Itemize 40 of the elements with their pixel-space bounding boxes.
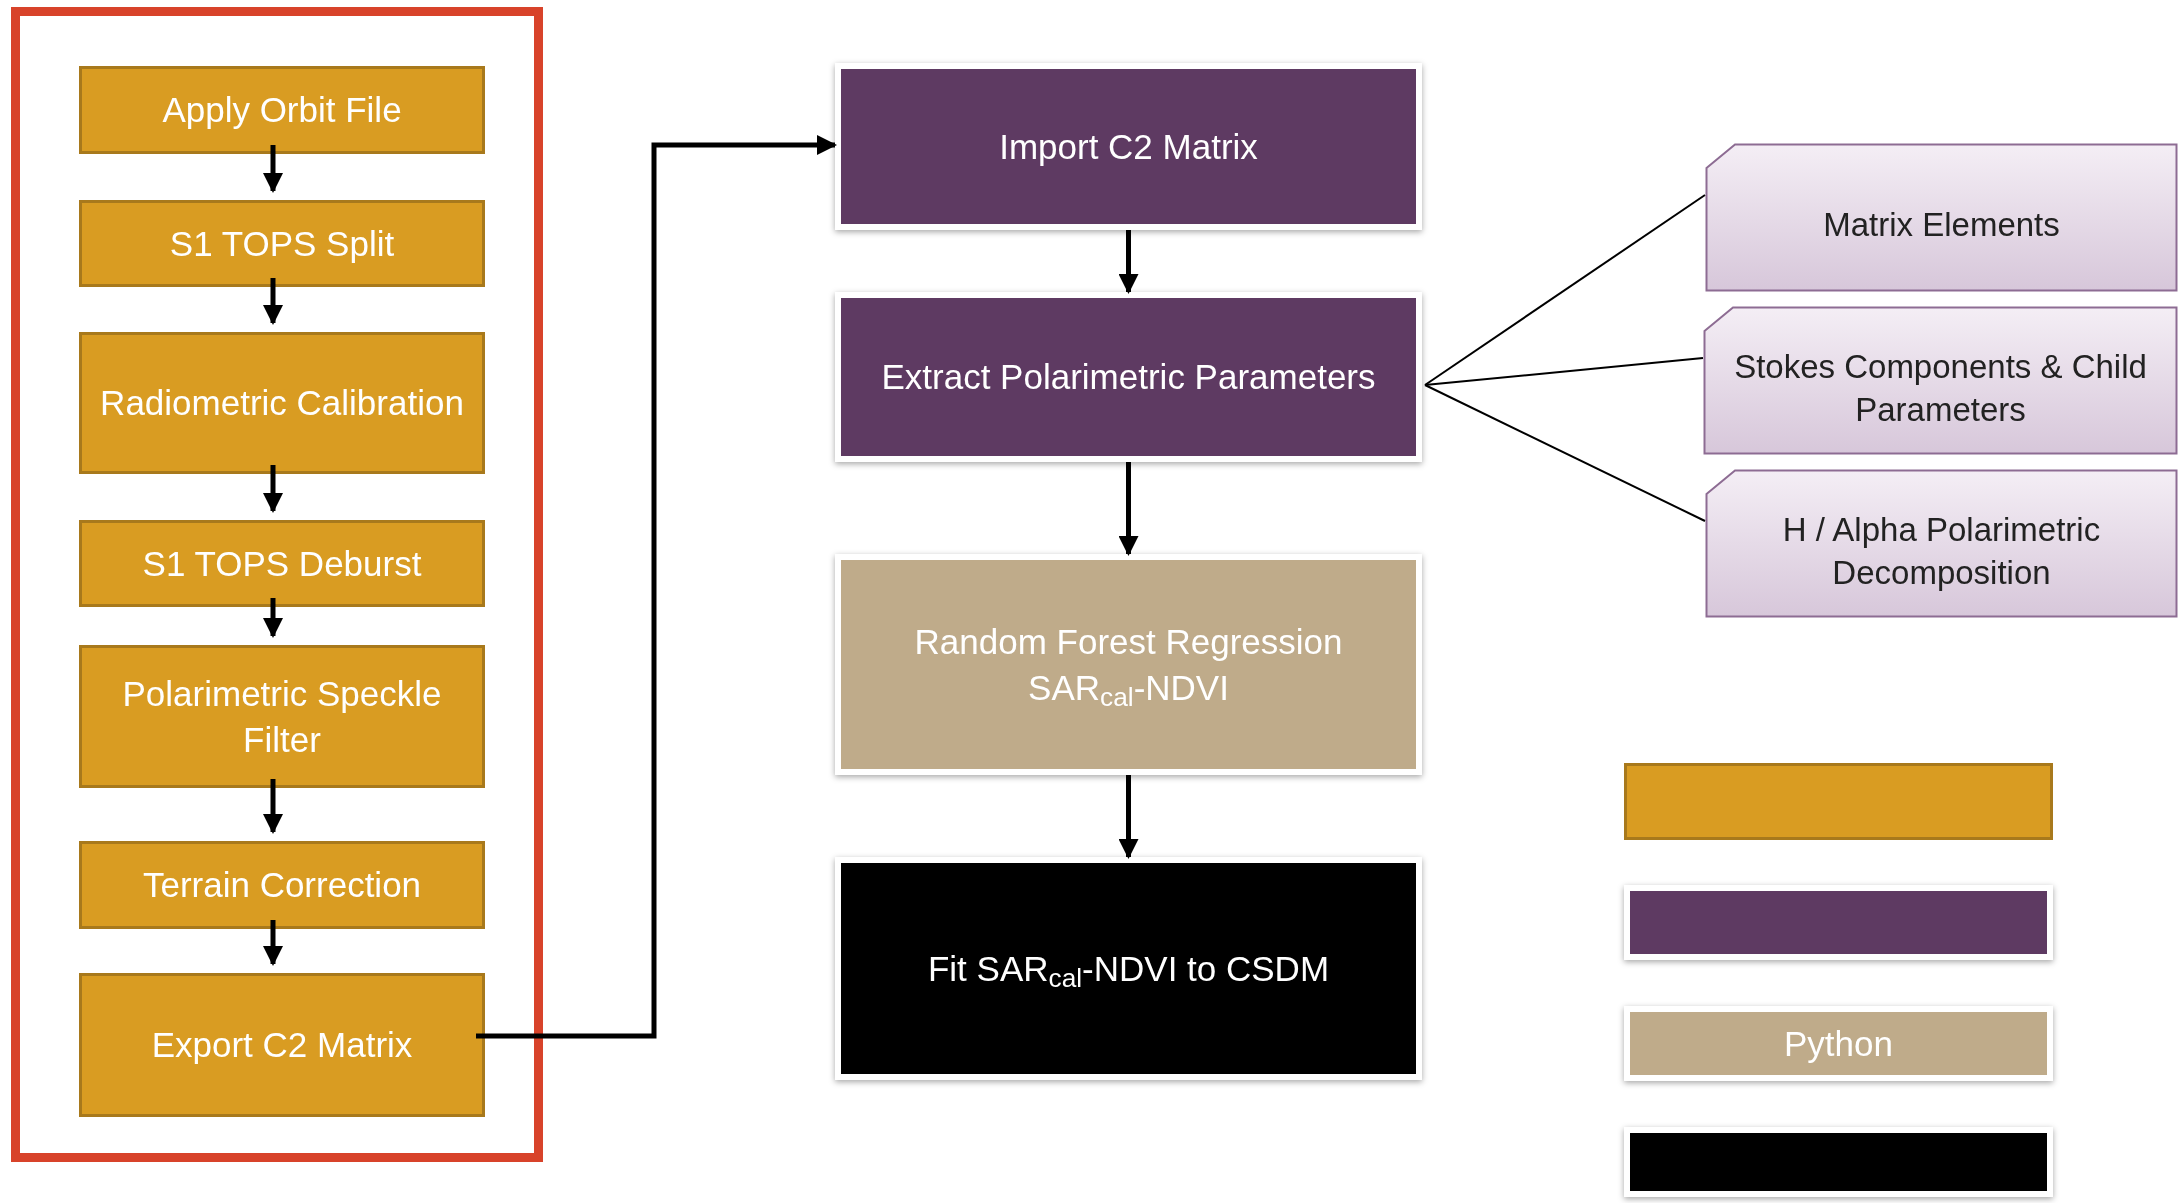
node-label: H / Alpha Polarimetric Decomposition <box>1781 509 2102 593</box>
group-frame <box>11 7 543 1162</box>
output-tab <box>1705 469 2178 618</box>
arrow <box>263 779 283 834</box>
node-label: Stokes Components & Child Parameters <box>1733 346 2148 430</box>
node-label: S1 TOPS Split <box>169 222 395 265</box>
process-box <box>79 332 485 474</box>
arrow <box>1118 462 1139 556</box>
node-label: Terrain Correction <box>142 864 422 907</box>
legend-box <box>1624 763 2053 840</box>
process-box <box>79 841 485 929</box>
node-label: Fit SAR$_{cal}$-NDVI to CSDM <box>927 947 1330 992</box>
process-box <box>79 200 485 287</box>
arrow <box>476 135 837 1039</box>
arrow <box>1118 775 1139 859</box>
node-label: Export C2 Matrix <box>151 1024 413 1067</box>
process-box <box>79 520 485 607</box>
arrow <box>1118 230 1139 294</box>
output-tab <box>1705 143 2178 292</box>
node-label: Random Forest Regression SAR$_{cal}$-NDVI <box>913 621 1344 710</box>
process-box <box>79 973 485 1117</box>
arrow <box>263 465 283 513</box>
arrow <box>263 920 283 966</box>
connector-line <box>1424 194 1706 386</box>
process-box <box>79 66 485 154</box>
node-label: Radiometric Calibration <box>100 382 464 425</box>
connector-line <box>1424 357 1704 386</box>
output-tab <box>1703 306 2178 455</box>
process-box <box>79 645 485 788</box>
node-label: Polarimetric Speckle Filter <box>121 673 443 761</box>
node-label: Extract Polarimetric Parameters <box>881 356 1376 399</box>
node-label: Python <box>1784 1022 1893 1065</box>
arrow <box>263 145 283 193</box>
node-label: Apply Orbit File <box>162 89 402 132</box>
node-label: Import C2 Matrix <box>999 125 1258 168</box>
connector-line <box>1424 384 1706 522</box>
node-label: S1 TOPS Deburst <box>142 542 422 585</box>
arrow <box>263 278 283 325</box>
node-label: Matrix Elements <box>1823 205 2060 246</box>
arrow <box>263 598 283 638</box>
